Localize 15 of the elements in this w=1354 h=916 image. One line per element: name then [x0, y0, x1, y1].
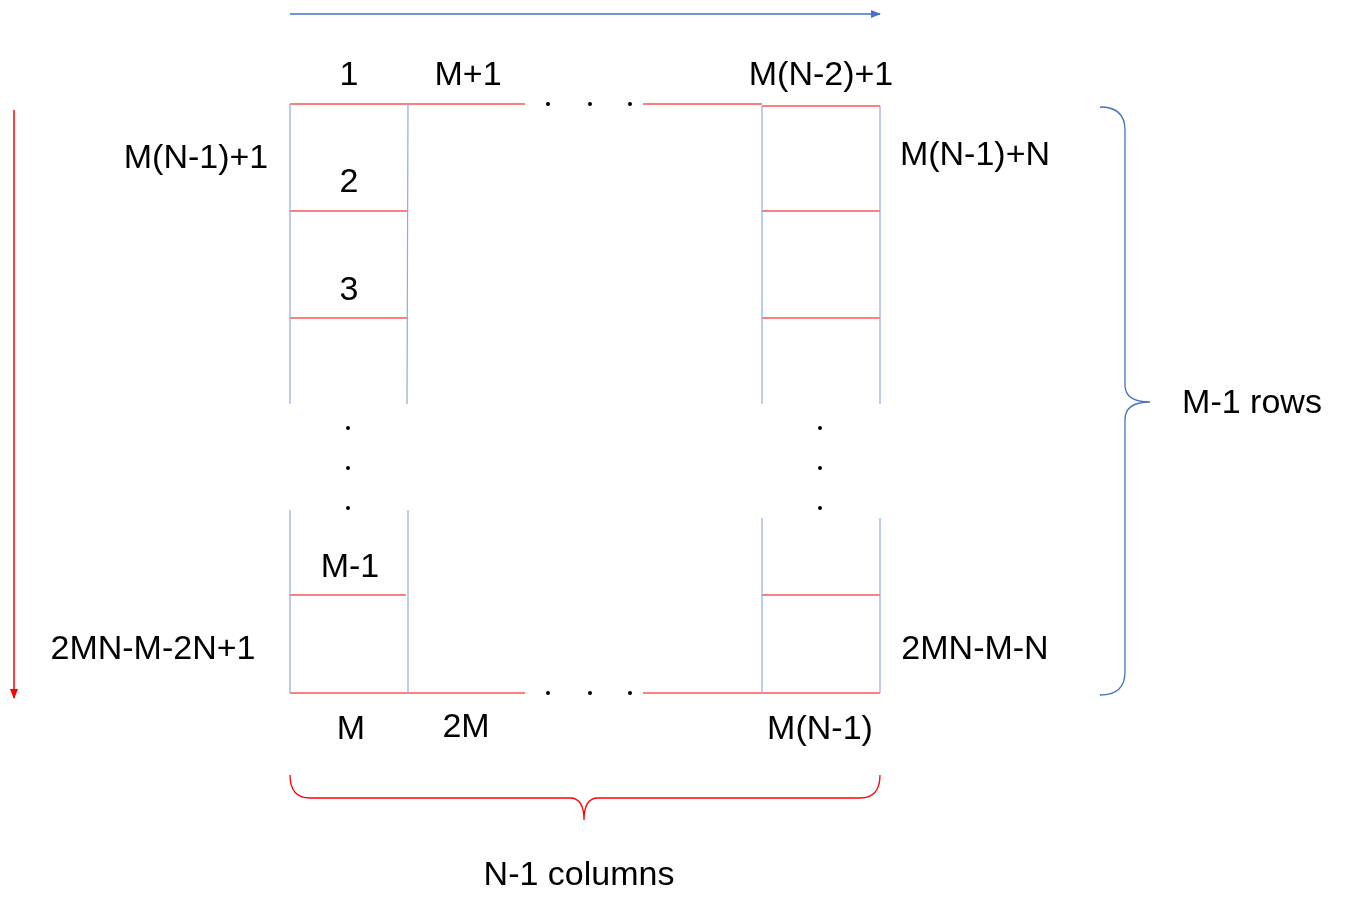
grid-label: M-1 rows	[1182, 384, 1322, 418]
grid-label: M	[336, 710, 366, 744]
grid-label: M(N-1)	[767, 710, 873, 744]
grid-label: M(N-1)+N	[899, 136, 1051, 170]
grid-label: M(N-1)+1	[123, 139, 269, 173]
grid-label: N-1 columns	[483, 856, 675, 890]
grid-label: M+1	[434, 56, 502, 90]
grid-label: 2MN-M-N	[901, 630, 1049, 664]
grid-label: 2M	[442, 708, 490, 742]
grid-label: M-1	[320, 548, 380, 582]
grid-label: 3	[339, 271, 359, 305]
grid-label: 2	[339, 163, 359, 197]
grid-label: 1	[339, 56, 359, 90]
grid-label: 2MN-M-2N+1	[50, 630, 256, 664]
grid-label: M(N-2)+1	[748, 56, 894, 90]
